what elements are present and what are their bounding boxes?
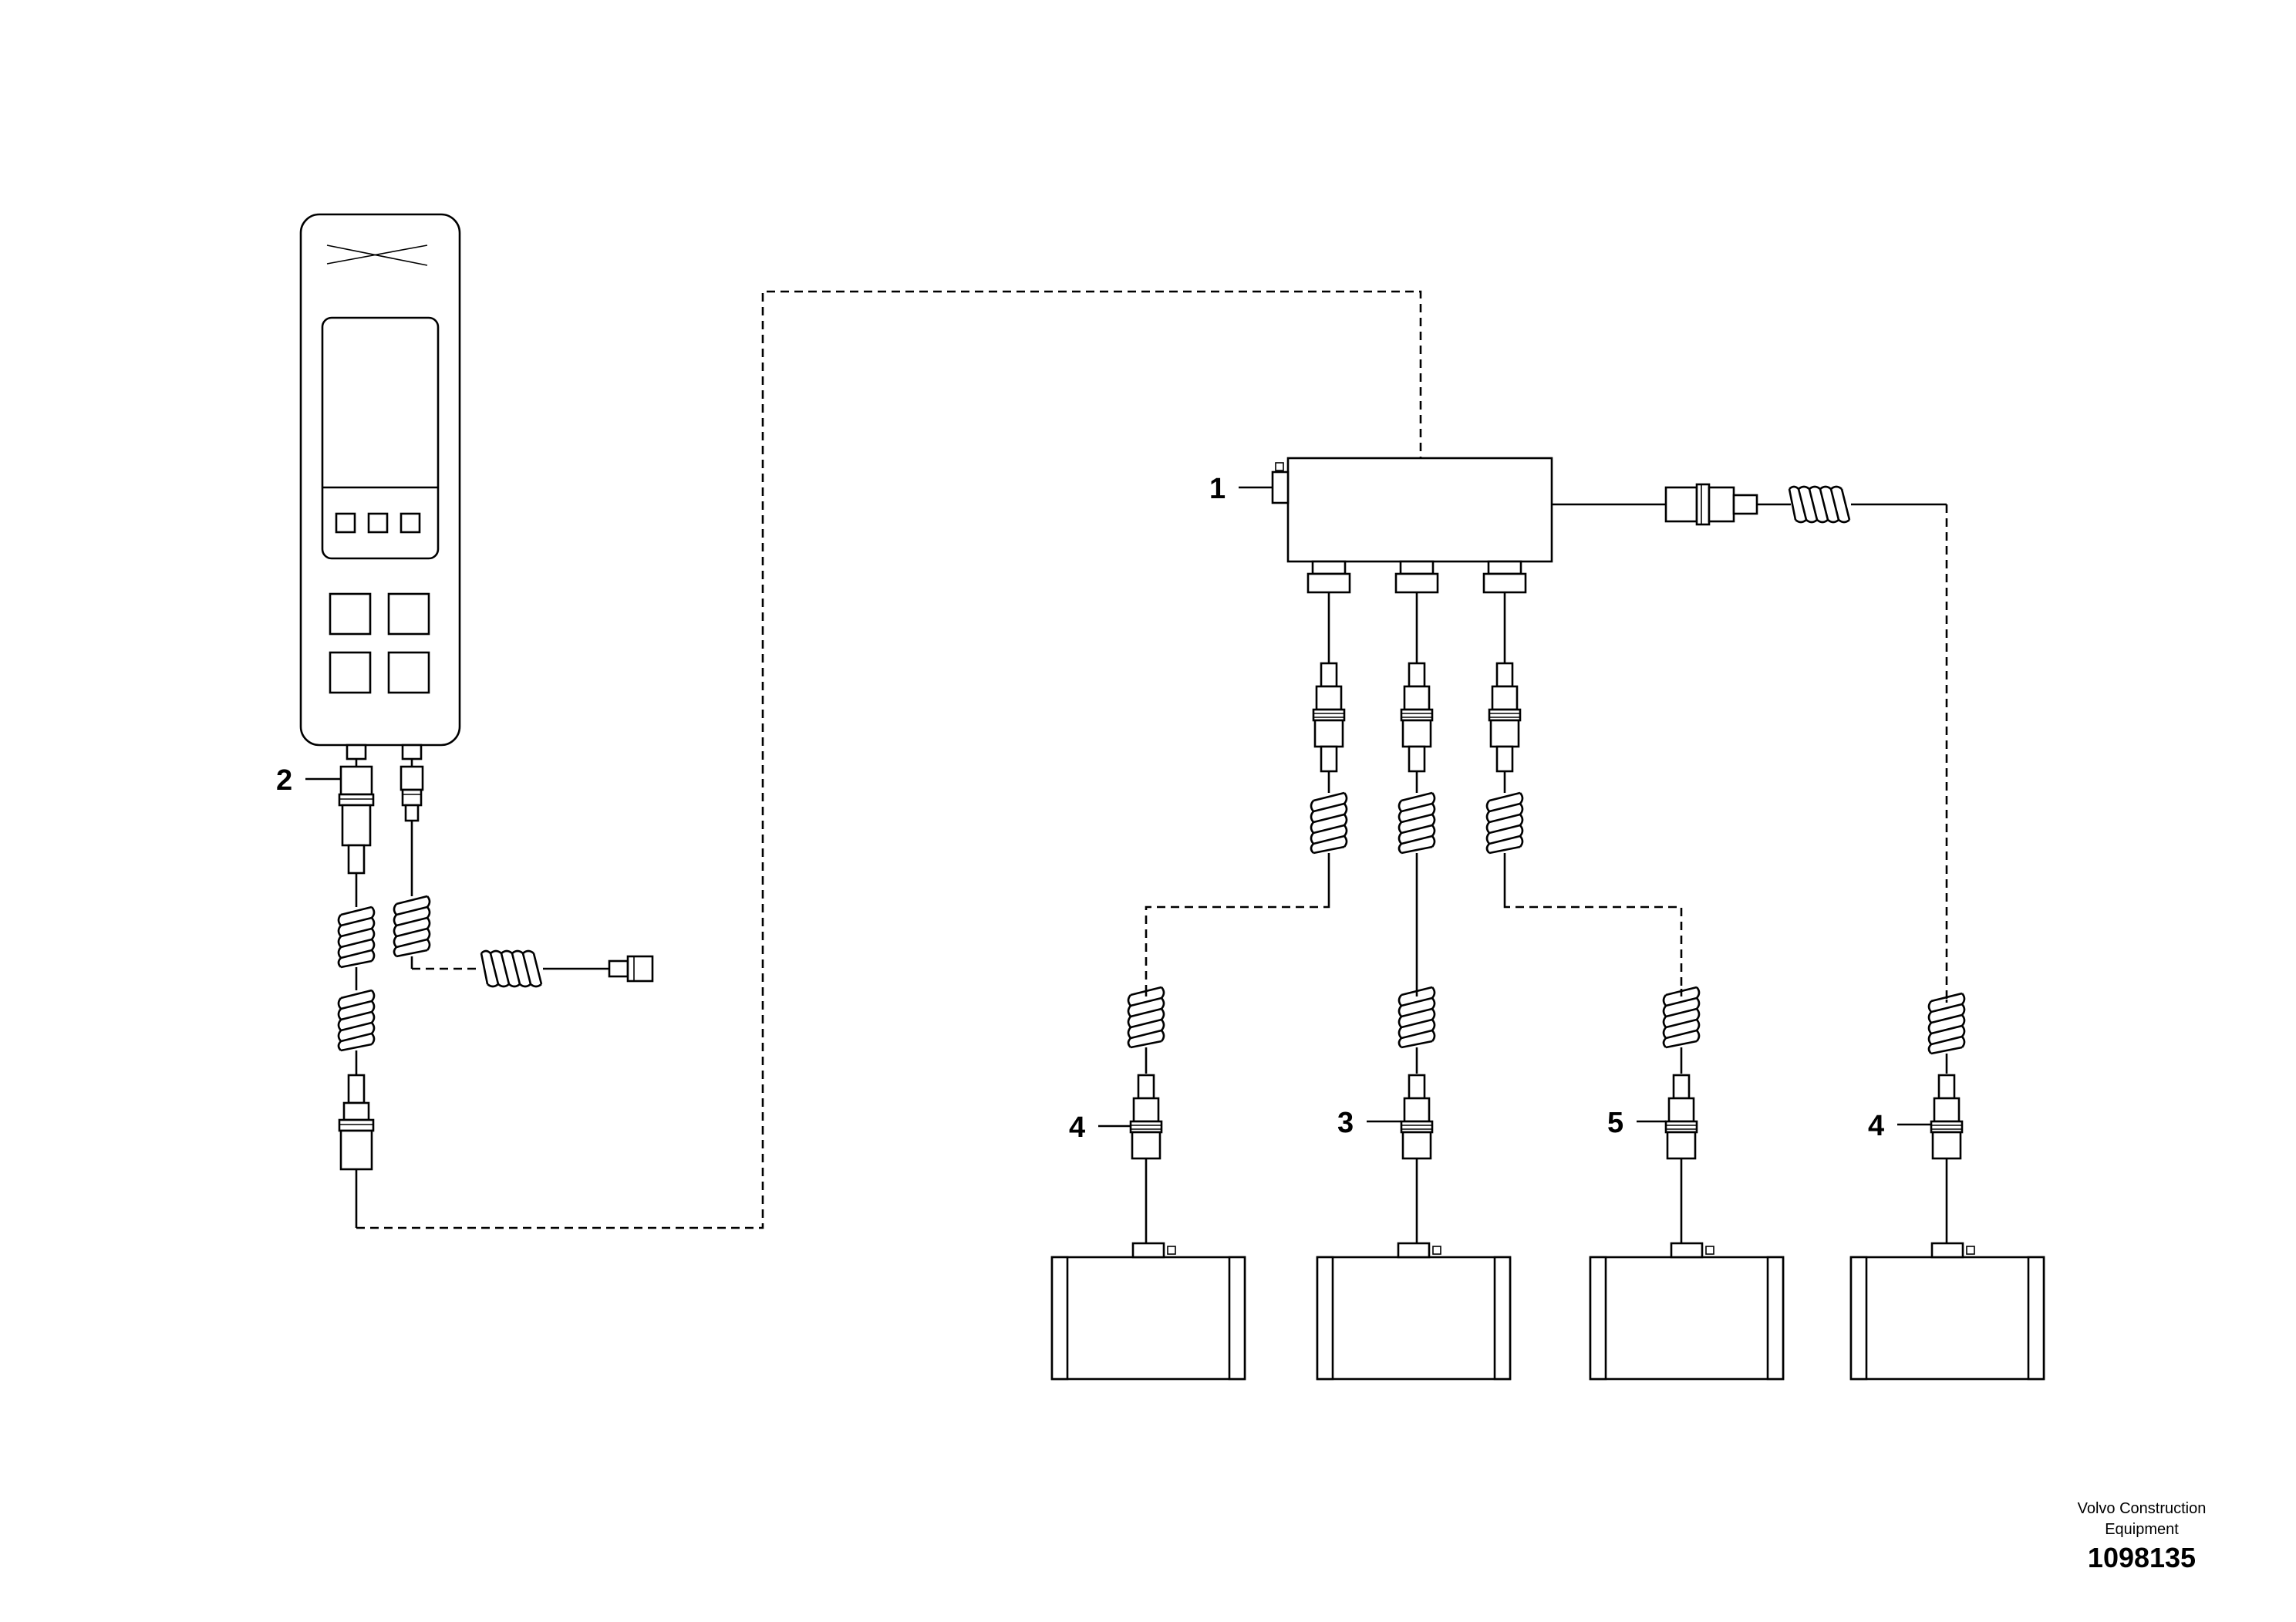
keypad-button: [387, 592, 430, 636]
callout-2: 2: [276, 764, 341, 797]
handheld-aux-cable: [393, 759, 654, 988]
branch-cable-right: [1485, 592, 1524, 904]
branch-link-right: [1503, 904, 1683, 989]
module-d-harness: [1849, 992, 2045, 1381]
callout-1: 1: [1209, 473, 1273, 505]
junction-box: [1271, 457, 1553, 594]
callout-5-label: 5: [1607, 1107, 1623, 1139]
module-c-harness: [1589, 986, 1785, 1381]
module-a-harness: [1050, 986, 1246, 1381]
callout-3-label: 3: [1337, 1107, 1354, 1139]
callout-5: 5: [1607, 1107, 1666, 1139]
branch-link-left: [1145, 904, 1330, 989]
callout-4-left-label: 4: [1069, 1111, 1085, 1144]
branch-cable-left: [1310, 592, 1348, 904]
branch-cable-middle: [1397, 592, 1436, 989]
callout-4-left: 4: [1069, 1111, 1131, 1144]
callout-4-right: 4: [1868, 1110, 1931, 1142]
brand-line-2: Equipment: [2105, 1521, 2179, 1538]
brand-line-1: Volvo Construction: [2078, 1500, 2207, 1517]
callout-1-label: 1: [1209, 473, 1226, 505]
display-screen: [321, 316, 440, 560]
footer: Volvo Construction Equipment 1098135: [2078, 1500, 2207, 1573]
callout-2-label: 2: [276, 764, 292, 797]
module-b-harness: [1316, 986, 1512, 1381]
keypad-button: [387, 651, 430, 694]
handheld-main-cable: [337, 759, 376, 1228]
keypad-button: [329, 651, 372, 694]
document-number: 1098135: [2088, 1542, 2196, 1573]
handheld-diagnostic-unit: [299, 213, 461, 760]
junction-side-cable: [1552, 483, 1947, 526]
callout-3: 3: [1337, 1107, 1401, 1139]
callout-4-right-label: 4: [1868, 1110, 1884, 1142]
data-link-line: [356, 290, 1422, 1229]
keypad-button: [329, 592, 372, 636]
